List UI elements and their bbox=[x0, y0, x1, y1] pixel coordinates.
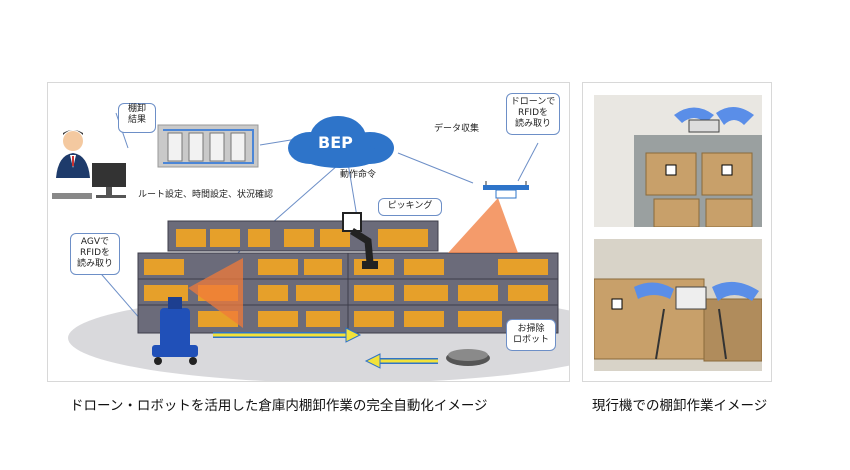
cleaning-robot-icon bbox=[446, 349, 490, 366]
diagram-canvas bbox=[52, 112, 569, 381]
agv-robot-icon bbox=[152, 297, 198, 365]
drone-photo-top bbox=[594, 95, 762, 227]
drone-photo-bottom bbox=[594, 239, 762, 371]
automation-diagram-panel: 棚卸 結果 ルート設定、時間設定、状況確認 BEP 動作命令 データ収集 ドロー… bbox=[47, 82, 570, 382]
picking-robot-arm-icon bbox=[342, 212, 378, 269]
drone-icon bbox=[483, 181, 529, 199]
tanaoroshi-result-callout: 棚卸 結果 bbox=[118, 103, 156, 133]
link-drone-callout bbox=[517, 142, 539, 182]
right-caption: 現行機での棚卸作業イメージ bbox=[592, 398, 768, 414]
left-caption: ドローン・ロボットを活用した倉庫内棚卸作業の完全自動化イメージ bbox=[70, 398, 488, 414]
link-cloud-drone bbox=[397, 152, 474, 184]
operator-person bbox=[56, 130, 90, 178]
agv-rfid-callout: AGVで RFIDを 読み取り bbox=[70, 233, 120, 275]
computer-monitor bbox=[52, 163, 126, 199]
route-management-screen bbox=[157, 124, 259, 168]
bep-cloud-label: BEP bbox=[318, 133, 353, 152]
cleaning-robot-callout: お掃除 ロボット bbox=[506, 319, 556, 351]
movement-arrow-left bbox=[364, 353, 438, 369]
movement-arrow-right bbox=[213, 327, 362, 343]
drone-rfid-callout: ドローンで RFIDを 読み取り bbox=[506, 93, 560, 135]
picking-callout: ピッキング bbox=[378, 198, 442, 216]
bep-cloud bbox=[288, 116, 394, 168]
shelf-rack-back bbox=[167, 220, 439, 252]
route-settings-label: ルート設定、時間設定、状況確認 bbox=[138, 190, 274, 200]
drone-scan-beam bbox=[448, 198, 518, 253]
command-label: 動作命令 bbox=[340, 170, 377, 180]
current-drone-photo-panel bbox=[582, 82, 772, 382]
agv-scan-beam bbox=[188, 258, 243, 328]
data-collection-label: データ収集 bbox=[434, 124, 480, 134]
